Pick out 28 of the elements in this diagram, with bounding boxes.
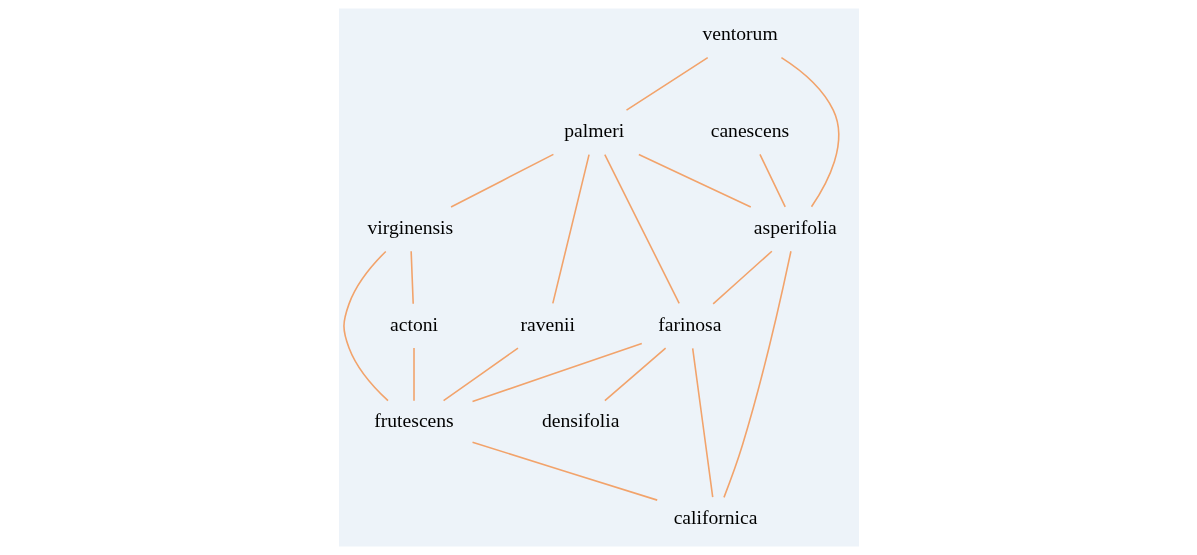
connector <box>780 56 840 208</box>
node-text: frutescens <box>373 410 454 432</box>
connector <box>471 342 643 403</box>
node-text: canescens <box>710 119 789 141</box>
connector <box>758 153 786 208</box>
connector <box>449 153 554 208</box>
node-text: ravenii <box>519 313 575 335</box>
node-text: actoni <box>389 313 438 335</box>
node-text: ventorum <box>702 23 778 45</box>
node-text: asperifolia <box>753 216 837 238</box>
node-text: palmeri <box>563 119 624 141</box>
connector <box>691 347 713 498</box>
connector <box>342 250 389 402</box>
connector <box>442 347 519 402</box>
connector <box>412 347 415 402</box>
connector <box>722 250 792 499</box>
connector <box>551 153 590 305</box>
connector <box>637 153 752 208</box>
connector <box>603 153 680 305</box>
node-text: californica <box>673 507 757 529</box>
node-text: virginensis <box>366 216 453 238</box>
node-text: farinosa <box>657 313 721 335</box>
connector <box>711 250 773 305</box>
connector <box>471 441 658 501</box>
connector <box>625 56 708 111</box>
connector <box>603 347 666 402</box>
node-text: densifolia <box>541 410 619 432</box>
connector <box>409 250 414 305</box>
